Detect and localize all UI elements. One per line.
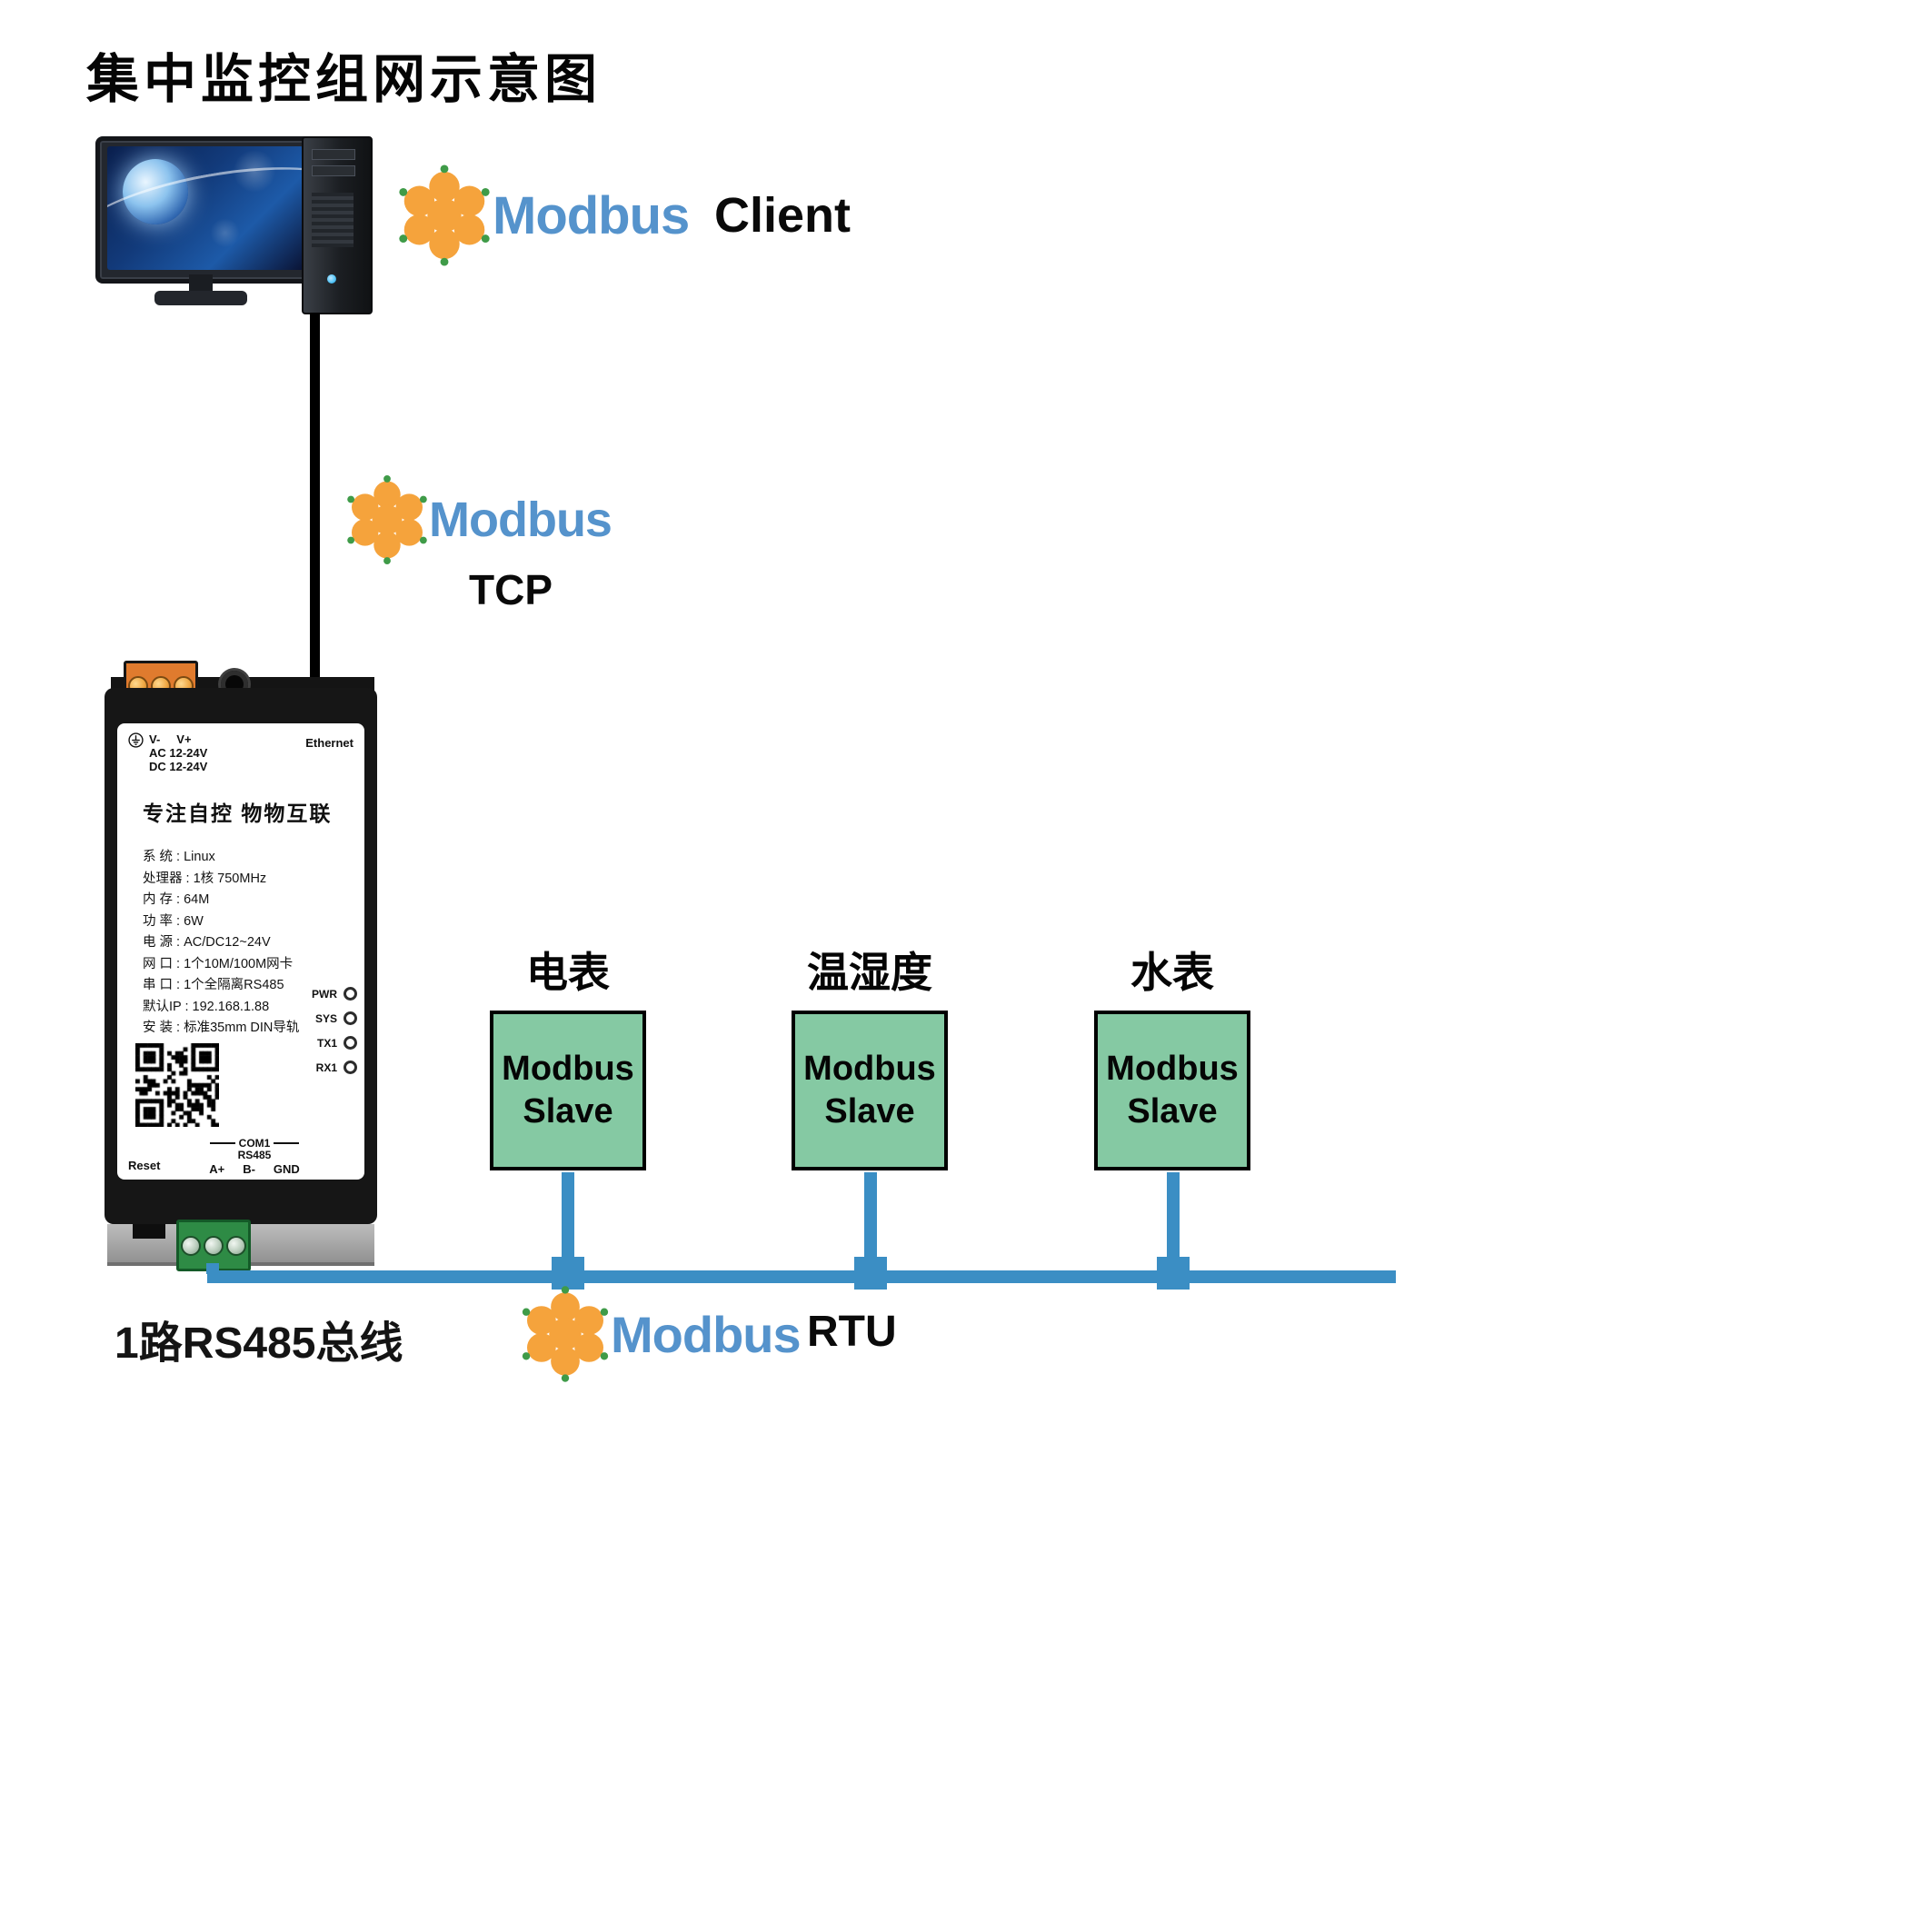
rs485-bus-line xyxy=(207,1270,1396,1283)
pc-tower xyxy=(302,136,373,314)
drive-bay xyxy=(312,165,355,176)
page-title: 集中监控组网示意图 xyxy=(86,50,603,109)
bus-junction-1 xyxy=(552,1257,584,1290)
spec-line: 安 装 : 标准35mm DIN导轨 xyxy=(143,1021,300,1035)
slave-1-box: Modbus Slave xyxy=(490,1011,646,1170)
slave-text-line1: Modbus xyxy=(803,1049,936,1088)
rs485-label: RS485 xyxy=(237,1149,272,1161)
modbus-flower-icon xyxy=(522,1286,609,1382)
slave-3-tag: 水表 xyxy=(1130,949,1214,996)
led-label-rx1: RX1 xyxy=(315,1061,337,1074)
terminal-screw xyxy=(203,1235,224,1256)
v-plus-label: V+ xyxy=(176,732,192,746)
rs485-terminal-block xyxy=(176,1220,251,1271)
pin-gnd-label: GND xyxy=(273,1162,300,1176)
ethernet-port-label: Ethernet xyxy=(305,736,354,750)
power-rating-block: V- V+ AC 12-24V DC 12-24V xyxy=(128,732,208,773)
spec-line: 系 统 : Linux xyxy=(143,850,215,864)
modbus-logo-client: Modbus xyxy=(391,162,690,269)
com1-port-block: COM1 RS485 A+ B- GND xyxy=(177,1137,332,1176)
pwr-led-indicator xyxy=(344,987,357,1001)
monitor-base xyxy=(154,291,247,305)
dc-rating: DC 12-24V xyxy=(149,760,208,773)
device-spec-list: 系 统 : Linux 处理器 : 1核 750MHz 内 存 : 64M 功 … xyxy=(143,847,299,1040)
slave-3-box: Modbus Slave xyxy=(1094,1011,1250,1170)
slave-2-tag: 温湿度 xyxy=(807,949,932,996)
led-label-tx1: TX1 xyxy=(316,1036,337,1050)
din-clip xyxy=(133,1224,165,1239)
tower-grill xyxy=(312,193,354,247)
slave-text-line2: Slave xyxy=(824,1092,915,1130)
modbus-rtu-label: RTU xyxy=(807,1308,897,1356)
pin-b-label: B- xyxy=(243,1162,255,1176)
tx1-led-indicator xyxy=(344,1036,357,1050)
led-panel: PWR SYS TX1 RX1 xyxy=(312,987,357,1085)
power-led xyxy=(327,274,336,284)
modbus-brand-text: Modbus xyxy=(429,493,612,547)
slave-text-line1: Modbus xyxy=(502,1049,634,1088)
modbus-tcp-label: TCP xyxy=(469,566,553,613)
modbus-brand-text: Modbus xyxy=(611,1305,802,1363)
spec-line: 串 口 : 1个全隔离RS485 xyxy=(143,978,284,992)
v-minus-label: V- xyxy=(149,732,161,746)
spec-line: 处理器 : 1核 750MHz xyxy=(143,871,267,886)
led-label-pwr: PWR xyxy=(312,987,337,1001)
slave-text-line2: Slave xyxy=(523,1092,613,1130)
com1-label: COM1 xyxy=(238,1137,271,1150)
spec-line: 电 源 : AC/DC12~24V xyxy=(143,935,271,950)
bus-drop-3 xyxy=(1167,1172,1180,1274)
monitor-neck xyxy=(189,274,213,293)
modbus-brand-text: Modbus xyxy=(493,185,690,245)
bus-drop-1 xyxy=(562,1172,574,1274)
bus-drop-2 xyxy=(864,1172,877,1274)
device-front-label: V- V+ AC 12-24V DC 12-24V Ethernet 专注自控 物… xyxy=(117,723,364,1180)
monitor-screen xyxy=(107,146,304,270)
modbus-logo-tcp: Modbus xyxy=(340,473,612,567)
pin-a-label: A+ xyxy=(209,1162,225,1176)
led-label-sys: SYS xyxy=(314,1011,337,1025)
modbus-logo-rtu: Modbus xyxy=(514,1283,802,1385)
planet-wallpaper xyxy=(123,158,189,224)
terminal-screw xyxy=(226,1235,247,1256)
modbus-flower-icon xyxy=(399,164,490,266)
slave-text-line1: Modbus xyxy=(1106,1049,1239,1088)
spec-line: 网 口 : 1个10M/100M网卡 xyxy=(143,956,294,971)
monitor xyxy=(95,136,315,284)
reset-button-label: Reset xyxy=(128,1159,161,1172)
earth-ground-icon xyxy=(128,732,144,748)
modbus-flower-icon xyxy=(347,475,427,564)
rs485-bus-label: 1路RS485总线 xyxy=(115,1320,403,1368)
bus-junction-3 xyxy=(1157,1257,1190,1290)
ac-rating: AC 12-24V xyxy=(149,746,208,760)
device-slogan: 专注自控 物物互联 xyxy=(143,802,333,825)
ethernet-cable xyxy=(310,313,320,705)
spec-line: 功 率 : 6W xyxy=(143,913,204,929)
spec-line: 默认IP : 192.168.1.88 xyxy=(143,999,270,1014)
modbus-client-label: Client xyxy=(714,188,851,243)
qr-code xyxy=(135,1043,219,1127)
rx1-led-indicator xyxy=(344,1061,357,1074)
terminal-screw xyxy=(180,1235,201,1256)
bus-junction-2 xyxy=(854,1257,887,1290)
slave-1-tag: 电表 xyxy=(526,949,610,996)
slave-2-box: Modbus Slave xyxy=(792,1011,948,1170)
sys-led-indicator xyxy=(344,1011,357,1025)
slave-text-line2: Slave xyxy=(1127,1092,1218,1130)
drive-bay xyxy=(312,149,355,160)
spec-line: 内 存 : 64M xyxy=(143,892,210,907)
